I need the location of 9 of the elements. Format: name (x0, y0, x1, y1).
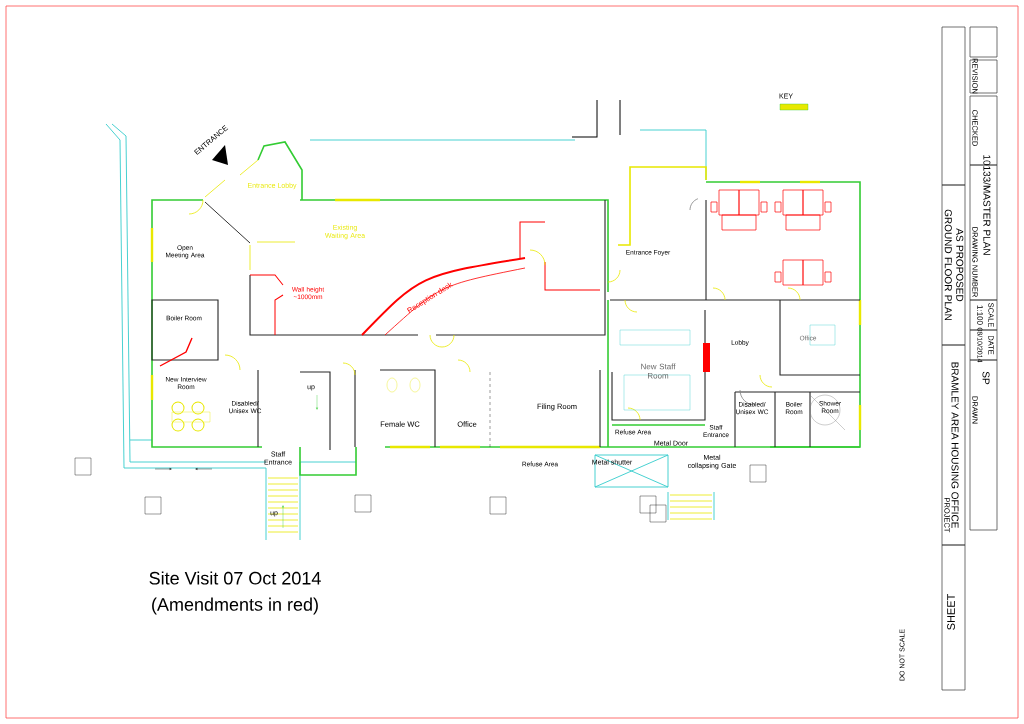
drawing-number: 10133/MASTER PLAN (983, 155, 991, 255)
note-text: (Amendments in red) (152, 597, 318, 615)
project-title: BRAMLEY AREA HOUSING OFFICE (951, 362, 959, 528)
drawing-title: AS PROPOSED GROUND FLOOR PLAN (944, 209, 964, 321)
note-text: Site Visit 07 Oct 2014 (149, 571, 321, 585)
sheet-label: SHEET (947, 593, 955, 630)
room-label: New Staff Room (641, 363, 676, 379)
initials: SP (982, 371, 990, 385)
scale-value: 1:100 (977, 305, 983, 325)
